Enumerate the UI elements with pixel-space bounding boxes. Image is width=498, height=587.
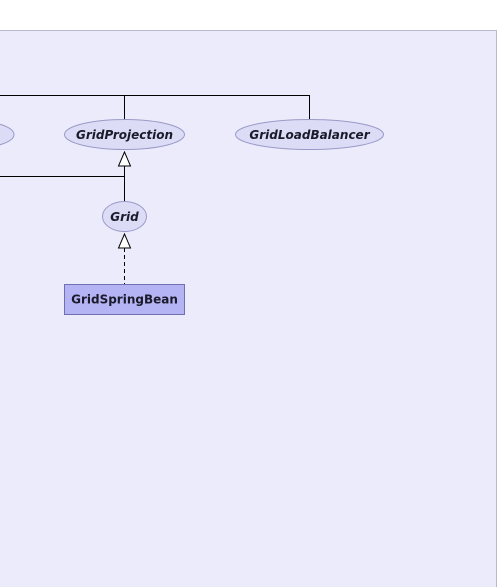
realization-arrowhead: [117, 232, 132, 249]
gridspringbean-label: GridSpringBean: [71, 293, 178, 307]
interface-node-gridprojection[interactable]: GridProjection: [64, 119, 185, 150]
offscreen-interface-node[interactable]: [0, 121, 15, 149]
grid-label: Grid: [110, 210, 139, 224]
connectors: [0, 95, 310, 284]
gridprojection-label: GridProjection: [76, 128, 173, 142]
interface-node-grid[interactable]: Grid: [102, 201, 147, 232]
class-node-gridspringbean[interactable]: GridSpringBean: [64, 284, 185, 315]
generalization-arrowhead: [117, 150, 132, 167]
gridloadbalancer-label: GridLoadBalancer: [249, 128, 370, 142]
interface-node-gridloadbalancer[interactable]: GridLoadBalancer: [235, 119, 384, 150]
